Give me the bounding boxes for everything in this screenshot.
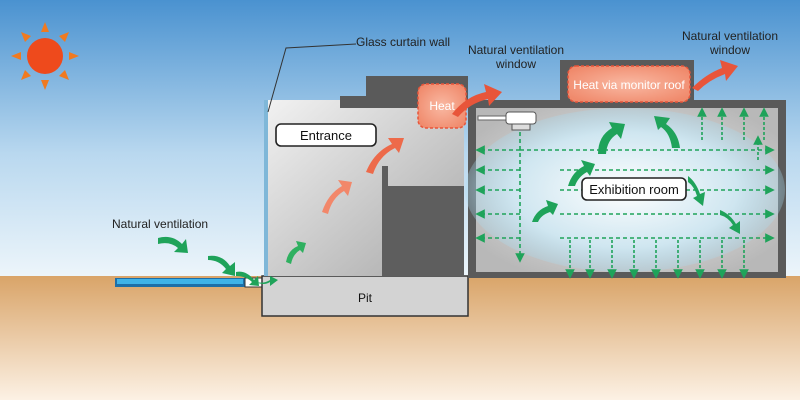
hot-air-arrows [322,60,738,214]
sun-icon [11,22,79,90]
entrance-label-box: Entrance [275,123,377,147]
glass-curtain-wall-label: Glass curtain wall [356,35,450,49]
pit-label: Pit [358,291,373,305]
glass-curtain-wall-leader [267,43,357,113]
ceiling-fan-icon [477,111,537,131]
ventilation-window-label-2-line2: window [709,43,750,57]
exhibition-room-label-box: Exhibition room [581,177,687,201]
airflow-down-arrows [565,240,749,279]
heat-label: Heat [429,99,455,113]
heat-via-monitor-roof-label: Heat via monitor roof [573,78,685,92]
airflow-up-arrows [697,107,769,160]
glass-curtain-wall [264,100,268,276]
ventilation-window-label-2-line1: Natural ventilation [682,29,778,43]
ventilation-window-label-1-line1: Natural ventilation [468,43,564,57]
entrance-label: Entrance [300,128,352,143]
exhibition-room-label: Exhibition room [589,182,679,197]
natural-ventilation-arrows [158,236,306,286]
natural-ventilation-label: Natural ventilation [112,217,208,231]
rising-air-arrows [532,116,740,234]
heat-zone-entrance [417,83,467,129]
ventilation-window-label-1-line2: window [495,57,536,71]
heat-zone-monitor-roof [567,65,691,103]
